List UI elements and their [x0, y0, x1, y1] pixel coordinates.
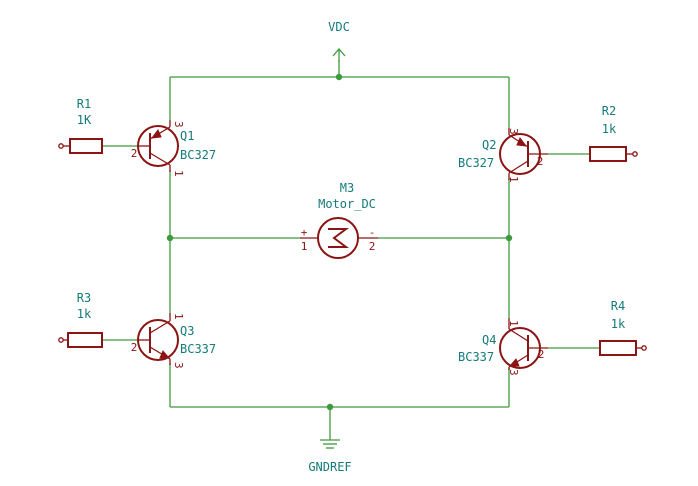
q4-ref: Q4 [482, 333, 496, 347]
q4-pin-bottom: 3 [507, 369, 520, 376]
q1-pin-top: 3 [172, 121, 185, 128]
q3-pin-top: 1 [172, 313, 185, 320]
q2-pin-base: 2 [537, 155, 544, 168]
transistor-q1: Q1 BC327 2 3 1 [131, 120, 216, 177]
r2-ref: R2 [602, 104, 616, 118]
r3-value: 1k [77, 307, 92, 321]
transistor-q2: Q2 BC327 2 3 1 [458, 128, 548, 183]
junctions [166, 73, 513, 411]
resistor-r1: R1 1K [58, 97, 103, 154]
motor-pin-minus: - [369, 226, 376, 239]
q3-pin-bottom: 3 [172, 362, 185, 369]
vdc-label: VDC [328, 20, 350, 34]
vdc-symbol: VDC [328, 20, 350, 62]
q3-ref: Q3 [180, 324, 194, 338]
wires [102, 60, 600, 440]
q3-pin-base: 2 [131, 341, 138, 354]
q3-value: BC337 [180, 342, 216, 356]
resistor-r3: R3 1k [58, 291, 103, 348]
motor-m3: M3 Motor_DC + 1 - 2 [300, 181, 378, 259]
q2-pin-top: 3 [507, 128, 520, 135]
q2-value: BC327 [458, 156, 494, 170]
junction-vdc [335, 73, 343, 81]
r1-value: 1K [77, 113, 92, 127]
motor-pin1: 1 [301, 240, 308, 253]
junction-gnd [326, 403, 334, 411]
motor-value: Motor_DC [318, 197, 376, 211]
motor-pin-plus: + [301, 226, 308, 239]
r4-ref: R4 [611, 299, 625, 313]
q1-pin-base: 2 [131, 147, 138, 160]
transistor-q4: Q4 BC337 2 1 3 [458, 318, 548, 376]
q2-pin-bottom: 1 [507, 176, 520, 183]
junction-left [166, 234, 174, 242]
r1-ref: R1 [77, 97, 91, 111]
gndref-label: GNDREF [308, 460, 351, 474]
q1-value: BC327 [180, 148, 216, 162]
q1-pin-bottom: 1 [172, 170, 185, 177]
q4-pin-base: 2 [538, 348, 545, 361]
r3-ref: R3 [77, 291, 91, 305]
q4-pin-top: 1 [507, 320, 520, 327]
motor-pin2: 2 [369, 240, 376, 253]
transistor-q3: Q3 BC337 2 1 3 [131, 313, 216, 369]
q2-ref: Q2 [482, 138, 496, 152]
q4-value: BC337 [458, 350, 494, 364]
junction-right [505, 234, 513, 242]
motor-ref: M3 [340, 181, 354, 195]
q1-ref: Q1 [180, 129, 194, 143]
r4-value: 1k [611, 317, 626, 331]
resistor-r2: R2 1k [589, 104, 638, 162]
resistor-r4: R4 1k [599, 299, 647, 356]
r2-value: 1k [602, 122, 617, 136]
gndref-symbol: GNDREF [308, 439, 352, 474]
